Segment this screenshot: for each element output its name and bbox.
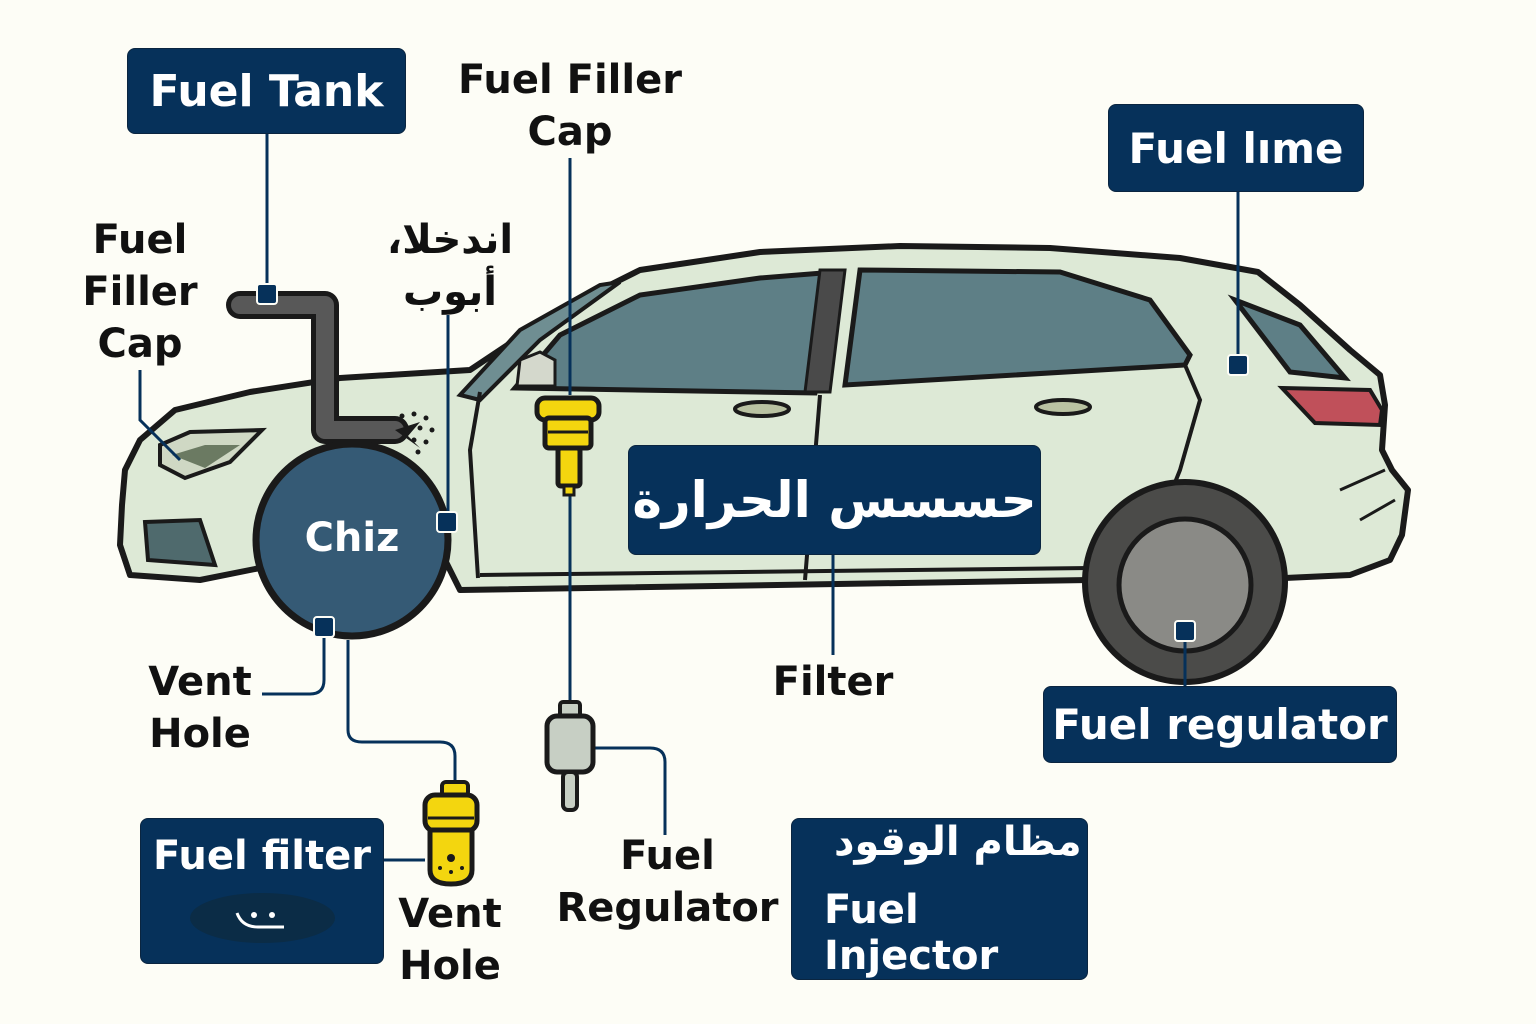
door-handle-front bbox=[733, 400, 791, 418]
fuel-regulator-text-label: Fuel Regulator bbox=[556, 833, 779, 931]
arabic-left-label: اندخلا، أبوب bbox=[386, 217, 514, 315]
fuel-system-arabic: مظام الوقود bbox=[834, 819, 1082, 865]
fuel-filler-cap-top-label: Fuel Filler Cap bbox=[458, 57, 682, 155]
fuel-line-label: Fuel lıme bbox=[1108, 104, 1364, 192]
fog-light bbox=[142, 517, 218, 568]
rear-quarter-window bbox=[1227, 294, 1351, 382]
fuel-tank-label: Fuel Tank bbox=[127, 48, 406, 134]
b-pillar bbox=[803, 268, 847, 394]
fuel-filler-cap-left-label: Fuel Filler Cap bbox=[82, 217, 198, 367]
tail-light bbox=[1277, 385, 1385, 428]
inline-fuel-filter-icon bbox=[544, 700, 596, 812]
vent-hole-bottom-label: Vent Hole bbox=[398, 891, 502, 989]
sill-line bbox=[479, 566, 1091, 577]
vent-hole-left-label: Vent Hole bbox=[148, 659, 252, 757]
fuel-filter-label: Fuel filter bbox=[140, 818, 384, 964]
rear-window bbox=[842, 267, 1193, 388]
mirror bbox=[515, 350, 557, 388]
fuel-regulator-box-label: Fuel regulator bbox=[1043, 686, 1397, 763]
yellow-filter-icon bbox=[534, 395, 602, 497]
fuel-injector-label: مظام الوقود Fuel Injector bbox=[791, 818, 1088, 980]
filter-label: Filter bbox=[772, 659, 894, 705]
tank-circle-label: Chiz bbox=[304, 515, 400, 561]
vent-filter-icon bbox=[422, 780, 480, 887]
fuel-tank-icon bbox=[252, 440, 452, 640]
smiley-icon bbox=[189, 893, 335, 943]
front-window bbox=[509, 269, 838, 396]
anchor-markers bbox=[256, 283, 1249, 642]
door-handle-rear bbox=[1034, 398, 1092, 416]
wheel-icon bbox=[1082, 479, 1288, 685]
spray-dots bbox=[399, 411, 435, 455]
leader-lines bbox=[138, 133, 1240, 862]
temperature-sensor-label: حسسس الحرارة bbox=[628, 445, 1041, 555]
